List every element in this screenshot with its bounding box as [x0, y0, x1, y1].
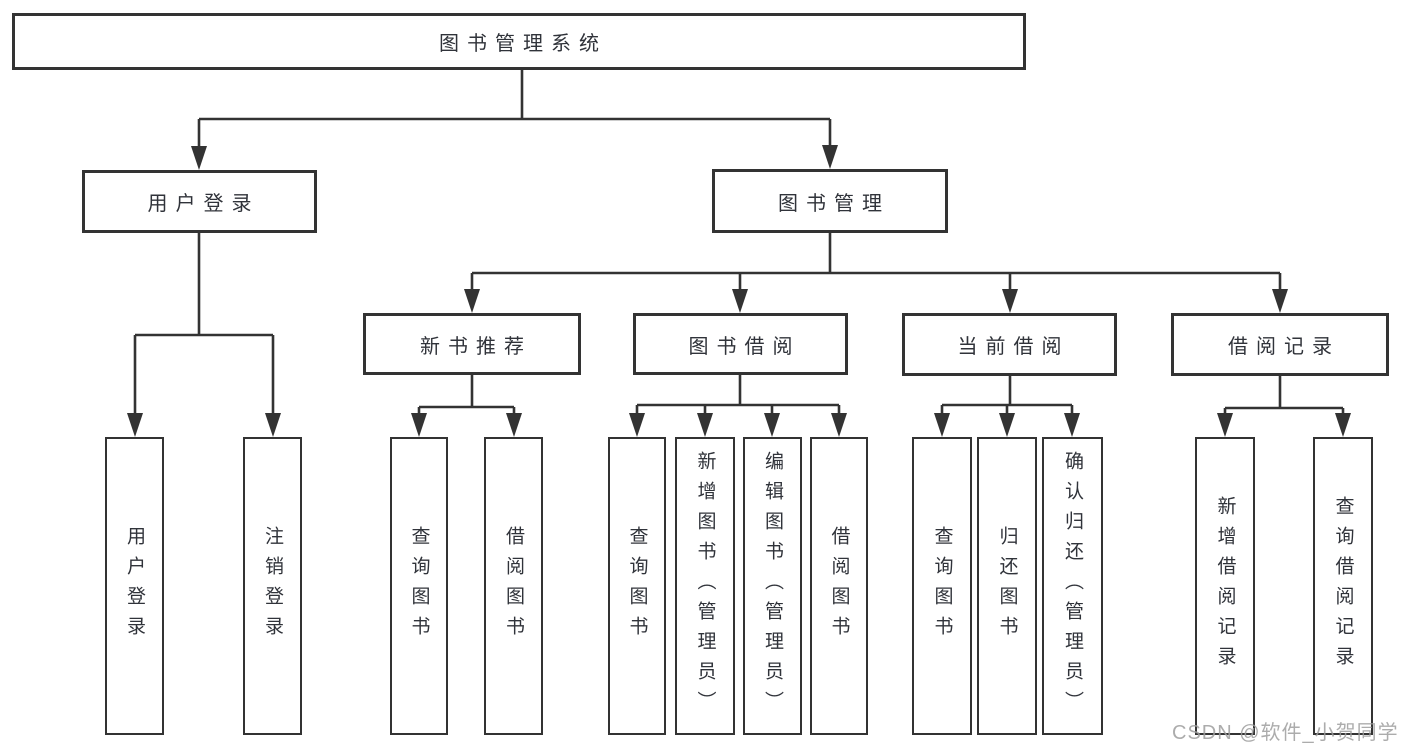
leaf-user-login: 用户登录 [105, 437, 164, 735]
leaf-user-login-label: 用户登录 [124, 526, 145, 646]
leaf-borrow-borrow-books-label: 借阅图书 [828, 526, 850, 646]
leaf-logout: 注销登录 [243, 437, 302, 735]
node-borrow-records-label: 借阅记录 [1228, 336, 1340, 358]
node-new-books: 新书推荐 [363, 313, 581, 375]
leaf-current-confirm-return-admin-label: 确认归还（管理员） [1062, 451, 1083, 721]
node-new-books-label: 新书推荐 [420, 335, 532, 358]
leaf-records-query-record: 查询借阅记录 [1313, 437, 1373, 735]
leaf-newbooks-query-books: 查询图书 [390, 437, 448, 735]
edges-new-books [411, 375, 522, 437]
leaf-newbooks-query-books-label: 查询图书 [408, 526, 430, 646]
edges-current-borrow [934, 376, 1080, 437]
leaf-borrow-edit-books-admin-label: 编辑图书（管理员） [762, 451, 783, 721]
leaf-borrow-add-books-admin: 新增图书（管理员） [675, 437, 735, 735]
edges-book-borrow [629, 375, 847, 437]
leaf-borrow-query-books-label: 查询图书 [626, 526, 648, 646]
csdn-watermark: CSDN @软件_小贺同学 [1172, 722, 1399, 744]
leaf-records-add-record-label: 新增借阅记录 [1214, 496, 1236, 676]
node-root-system: 图书管理系统 [12, 13, 1026, 70]
node-user-login: 用户登录 [82, 170, 317, 233]
leaf-borrow-edit-books-admin: 编辑图书（管理员） [743, 437, 802, 735]
edges-root [191, 70, 838, 170]
node-book-borrow: 图书借阅 [633, 313, 848, 375]
leaf-borrow-add-books-admin-label: 新增图书（管理员） [694, 451, 716, 721]
leaf-newbooks-borrow-books: 借阅图书 [484, 437, 543, 735]
leaf-borrow-query-books: 查询图书 [608, 437, 666, 735]
leaf-records-add-record: 新增借阅记录 [1195, 437, 1255, 735]
leaf-current-return-books: 归还图书 [977, 437, 1037, 735]
node-user-login-label: 用户登录 [147, 193, 260, 215]
edges-book-mgmt [464, 233, 1288, 313]
leaf-newbooks-borrow-books-label: 借阅图书 [503, 526, 524, 646]
leaf-records-query-record-label: 查询借阅记录 [1332, 496, 1354, 676]
leaf-logout-label: 注销登录 [262, 526, 283, 646]
leaf-current-query-books-label: 查询图书 [931, 526, 953, 646]
node-book-borrow-label: 图书借阅 [688, 335, 801, 358]
leaf-current-return-books-label: 归还图书 [996, 526, 1018, 646]
leaf-current-query-books: 查询图书 [912, 437, 972, 735]
node-current-borrow: 当前借阅 [902, 313, 1117, 376]
node-book-mgmt-label: 图书管理 [778, 192, 890, 215]
edges-borrow-records [1217, 376, 1351, 437]
node-book-mgmt: 图书管理 [712, 169, 948, 233]
node-current-borrow-label: 当前借阅 [957, 336, 1070, 358]
edges-user-login [127, 233, 281, 437]
leaf-current-confirm-return-admin: 确认归还（管理员） [1042, 437, 1103, 735]
node-root-system-label: 图书管理系统 [439, 33, 607, 55]
node-borrow-records: 借阅记录 [1171, 313, 1389, 376]
leaf-borrow-borrow-books: 借阅图书 [810, 437, 868, 735]
